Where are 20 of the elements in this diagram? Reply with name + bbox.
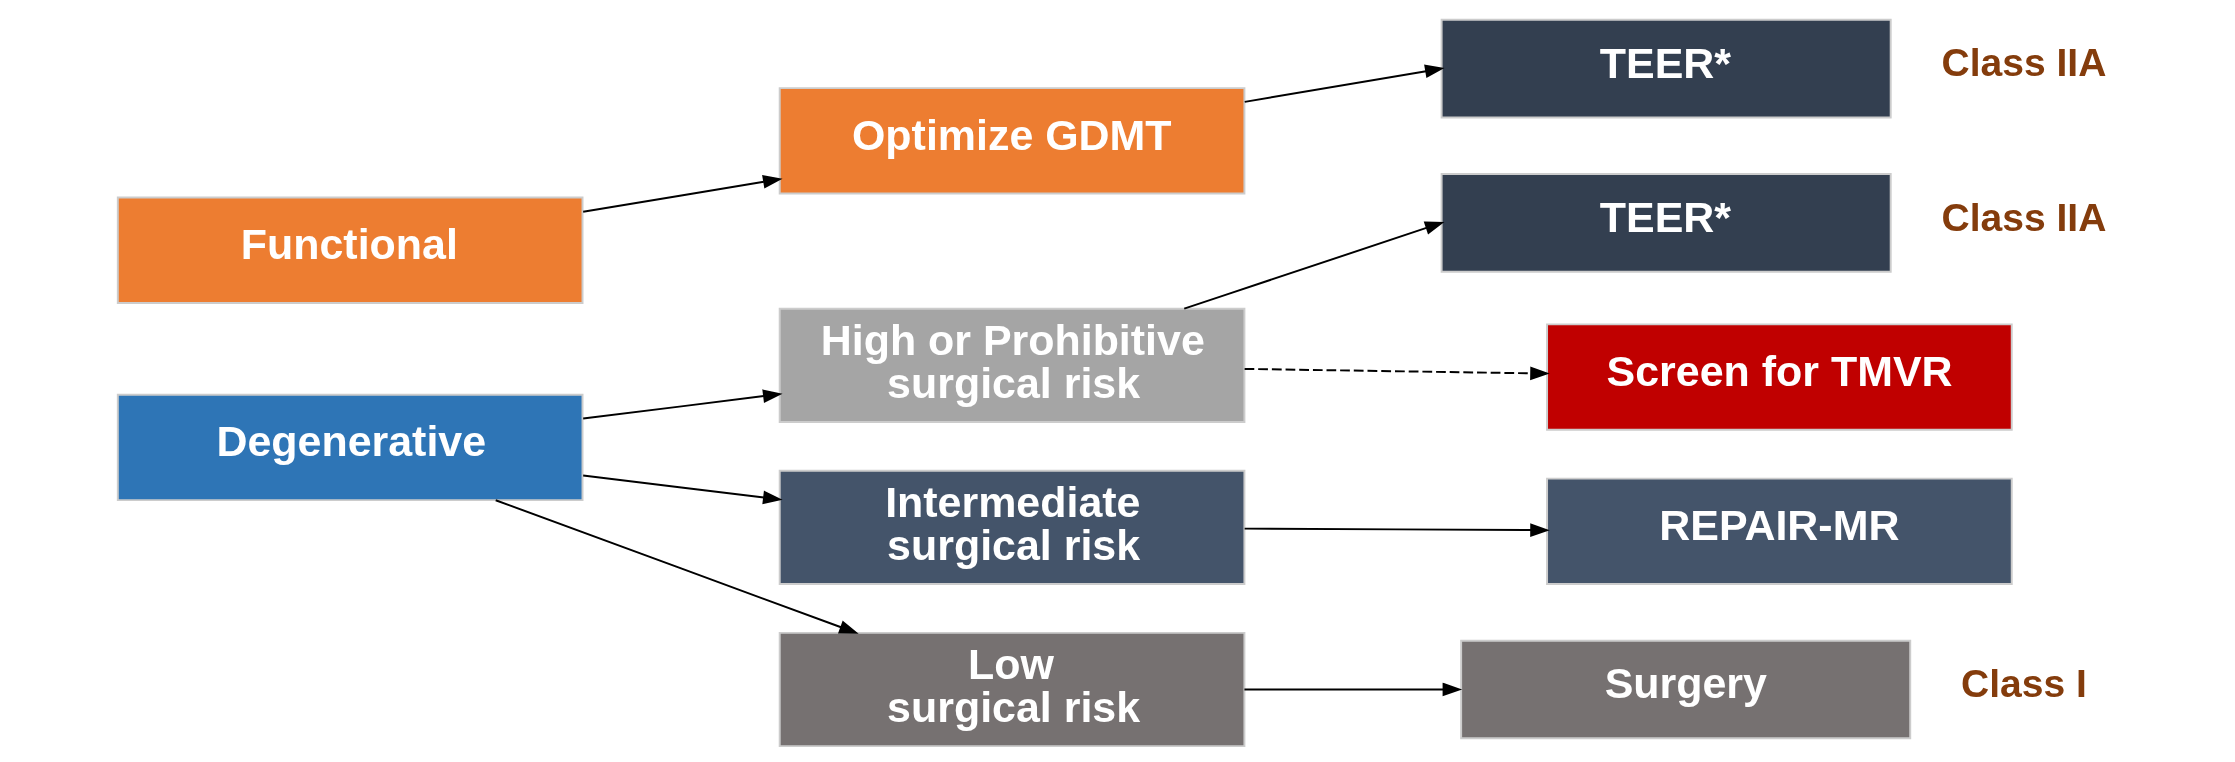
node-box: Intermediate surgical risk xyxy=(778,469,1246,586)
node-label: Class I xyxy=(1960,662,2087,706)
node-box: REPAIR-MR xyxy=(1546,477,2013,586)
node-box: High or Prohibitive surgical risk xyxy=(778,307,1246,423)
node-box: Optimize GDMT xyxy=(778,87,1246,195)
arrow xyxy=(582,474,783,505)
node-label: Class IIA xyxy=(1941,195,2107,239)
node-box: Degenerative xyxy=(116,393,584,502)
node-label: Class IIA xyxy=(1941,41,2107,85)
arrow xyxy=(1243,366,1550,381)
arrow xyxy=(1243,64,1445,103)
arrow xyxy=(1243,523,1550,537)
node-box: Low surgical risk xyxy=(778,631,1246,748)
arrow xyxy=(582,389,783,420)
arrow xyxy=(1183,221,1445,310)
node-box: Functional xyxy=(116,196,584,304)
node-box: Screen for TMVR xyxy=(1546,323,2013,431)
arrow xyxy=(1243,682,1463,697)
arrow xyxy=(494,499,859,634)
arrow xyxy=(582,175,783,213)
